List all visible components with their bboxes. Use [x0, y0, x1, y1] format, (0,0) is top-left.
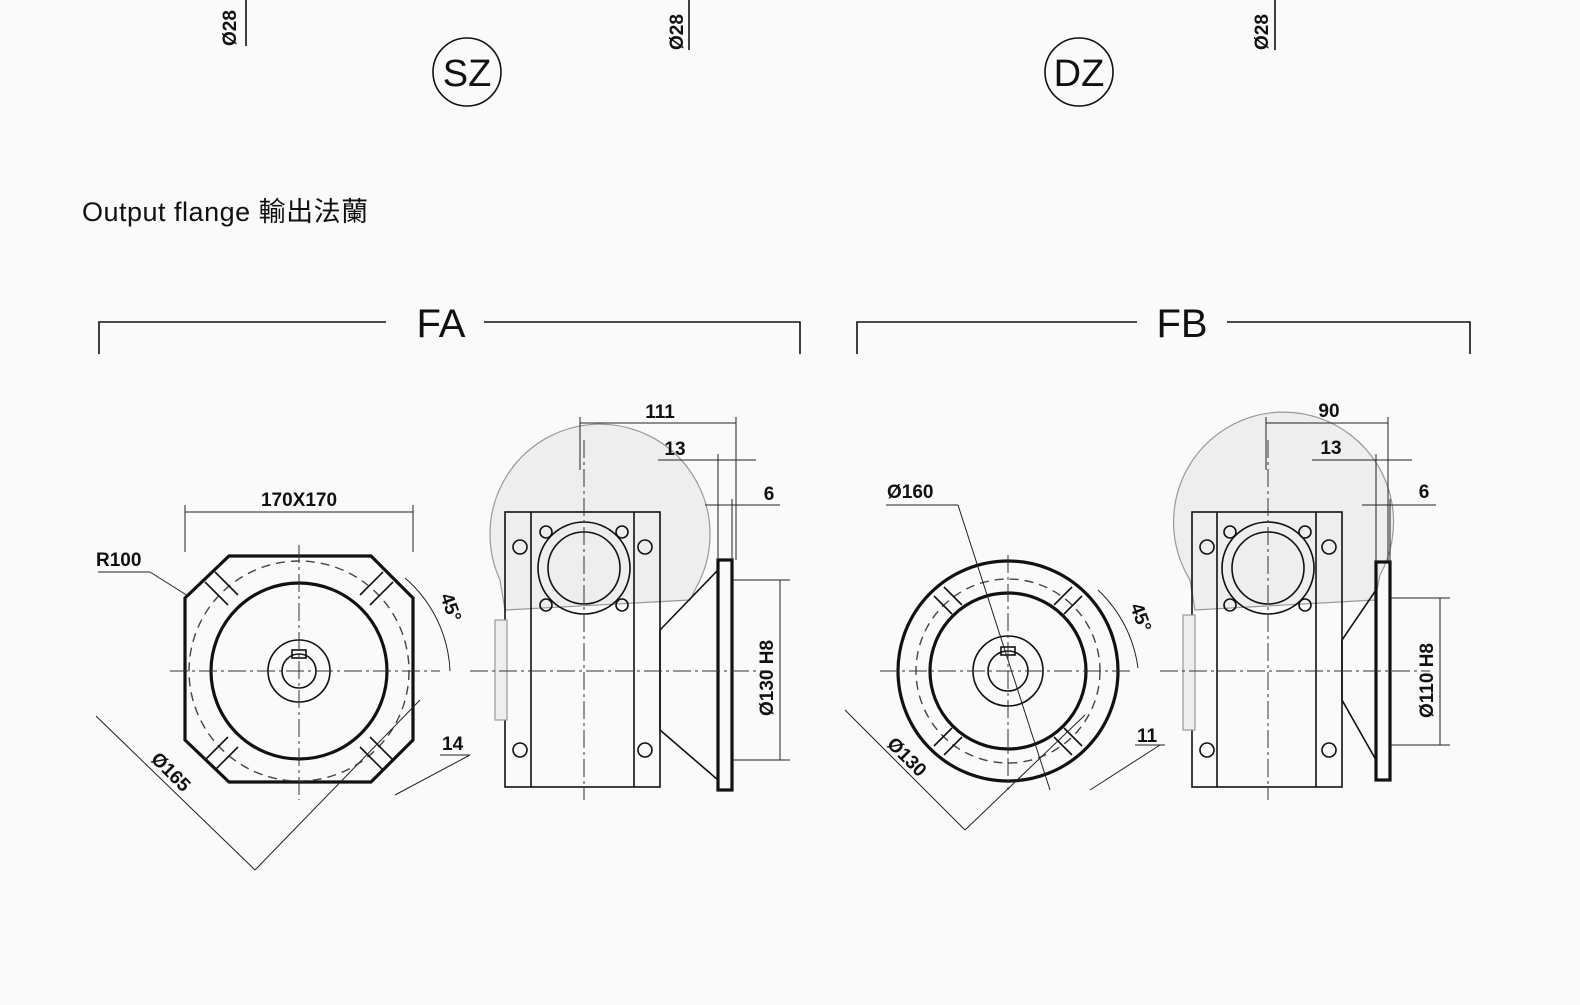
top-dim-left: Ø28 [220, 10, 241, 46]
fb-thick-dim: 6 [1419, 482, 1430, 503]
fb-bracket: FB [856, 302, 1471, 354]
fb-label: FB [1156, 302, 1207, 346]
badge-sz: SZ [432, 37, 502, 107]
top-strip: Ø28 Ø28 Ø28 SZ DZ [220, 0, 1276, 107]
fa-side-view: 111 13 6 Ø130 H8 [470, 402, 790, 800]
fa-radius-dim: R100 [96, 550, 141, 571]
fb-length-dim: 90 [1318, 401, 1339, 422]
fb-hole-dim: 11 [1137, 726, 1158, 747]
badge-sz-label: SZ [443, 53, 492, 95]
fa-square-dim: 170X170 [261, 490, 337, 511]
fa-length-dim: 111 [645, 402, 675, 423]
fb-offset-dim: 13 [1320, 438, 1341, 459]
badge-dz: DZ [1044, 37, 1114, 107]
fb-bolt-slot [933, 586, 1083, 756]
fa-offset-dim: 13 [664, 439, 685, 460]
top-dim-middle: Ø28 [667, 14, 688, 50]
fa-pcd-dim: Ø165 [146, 749, 194, 797]
fa-hole-dim: 14 [442, 734, 464, 755]
fa-bracket: FA [98, 302, 801, 354]
fa-bolt-slot [204, 571, 394, 771]
top-dim-right: Ø28 [1252, 14, 1273, 50]
fa-label: FA [417, 302, 466, 346]
section-title: Output flange 輸出法蘭 [82, 197, 369, 227]
fa-spigot-dim: Ø130 H8 [757, 640, 778, 716]
fa-angle-dim: 45° [435, 591, 465, 625]
fb-spigot-dim: Ø110 H8 [1417, 643, 1438, 718]
fb-angle-dim: 45° [1125, 601, 1155, 635]
fb-front-view: Ø160 Ø130 45° 11 [844, 482, 1165, 831]
fa-front-view: 170X170 R100 Ø165 45° 14 [95, 490, 471, 871]
fb-outer-dim: Ø160 [887, 482, 933, 503]
fb-side-view: 90 13 6 Ø110 H8 [1160, 401, 1450, 800]
fa-thick-dim: 6 [764, 484, 775, 505]
badge-dz-label: DZ [1054, 53, 1105, 95]
